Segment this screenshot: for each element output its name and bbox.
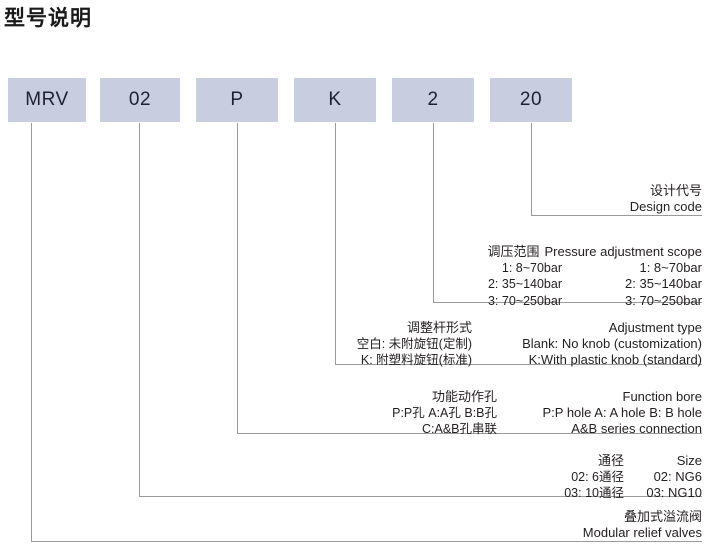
size-row-2-cn: 03: 10通径 <box>564 486 624 500</box>
size-row-2-en: 03: NG10 <box>646 485 702 500</box>
pressure-row-3-en: 3: 70~250bar <box>625 292 702 308</box>
adjustment-row-2-cn: K: 附塑料旋钮(标准) <box>360 353 472 367</box>
annotation-pressure-scope: 调压范围 Pressure adjustment scope 1: 8~70ba… <box>414 244 702 309</box>
adjustment-row-1-en: Blank: No knob (customization) <box>522 335 702 351</box>
size-title-en: Size <box>676 453 702 468</box>
size-title-cn: 通径 <box>597 453 624 468</box>
bore-title-en: Function bore <box>622 389 703 404</box>
bore-row-2-cn: C:A&B孔串联 <box>421 422 497 436</box>
model-code-boxes: MRV 02 P K 2 20 <box>0 78 705 122</box>
pressure-title-cn: 调压范围 <box>487 244 540 259</box>
adjustment-title-en: Adjustment type <box>608 320 702 335</box>
bore-title-cn: 功能动作孔 <box>431 389 497 404</box>
valve-title-en: Modular relief valves <box>582 524 702 540</box>
pressure-row-3-cn: 3: 70~250bar <box>487 293 562 308</box>
annotation-function-bore: 功能动作孔 Function bore P:P孔 A:A孔 B:B孔 P:P h… <box>282 389 702 438</box>
adjustment-title-cn: 调整杆形式 <box>406 320 472 335</box>
code-box-6: 20 <box>490 78 572 122</box>
code-box-1: MRV <box>8 78 86 122</box>
page-title: 型号说明 <box>4 7 92 30</box>
pressure-row-2-cn: 2: 35~140bar <box>487 277 562 291</box>
pressure-row-1-en: 1: 8~70bar <box>639 259 702 275</box>
code-box-2: 02 <box>100 78 180 122</box>
code-box-3: P <box>196 78 278 122</box>
pressure-title-en: Pressure adjustment scope <box>544 244 702 259</box>
annotation-adjustment-type: 调整杆形式 Adjustment type 空白: 未附旋钮(定制) Blank… <box>320 320 702 369</box>
valve-title-cn: 叠加式溢流阀 <box>623 509 702 524</box>
annotation-valve-type: 叠加式溢流阀 Modular relief valves <box>583 509 702 540</box>
bore-row-2-en: A&B series connection <box>571 421 702 436</box>
leader-size <box>138 123 702 498</box>
bore-row-1-cn: P:P孔 A:A孔 B:B孔 <box>392 405 497 420</box>
pressure-row-2-en: 2: 35~140bar <box>625 276 702 291</box>
bore-row-1-en: P:P hole A: A hole B: B hole <box>542 404 703 420</box>
design-code-cn: 设计代号 <box>649 183 702 198</box>
code-box-4: K <box>294 78 376 122</box>
size-row-1-en: 02: NG6 <box>653 468 702 484</box>
size-row-1-cn: 02: 6通径 <box>571 469 624 484</box>
adjustment-row-1-cn: 空白: 未附旋钮(定制) <box>356 336 472 351</box>
annotation-size: 通径 Size 02: 6通径 02: NG6 03: 10通径 03: NG1… <box>534 453 702 502</box>
design-code-en: Design code <box>629 198 702 214</box>
annotation-design-code: 设计代号 Design code <box>630 183 702 214</box>
code-box-5: 2 <box>392 78 474 122</box>
pressure-row-1-cn: 1: 8~70bar <box>501 260 562 275</box>
adjustment-row-2-en: K:With plastic knob (standard) <box>528 352 702 367</box>
